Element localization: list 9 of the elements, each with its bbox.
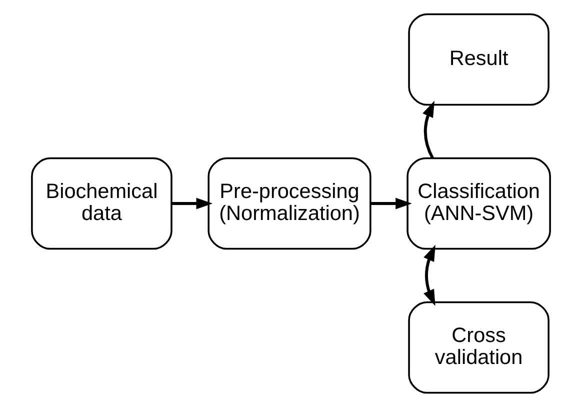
node-box: Result <box>408 13 550 106</box>
arrow <box>172 198 213 210</box>
node-box: Biochemical data <box>31 157 172 250</box>
node-box: Classification (ANN-SVM) <box>406 157 551 250</box>
arrow <box>422 100 434 159</box>
node-box: Pre-processing (Normalization) <box>208 157 372 250</box>
arrow <box>424 244 436 306</box>
arrow <box>370 198 412 210</box>
node-box: Cross validation <box>408 301 550 394</box>
